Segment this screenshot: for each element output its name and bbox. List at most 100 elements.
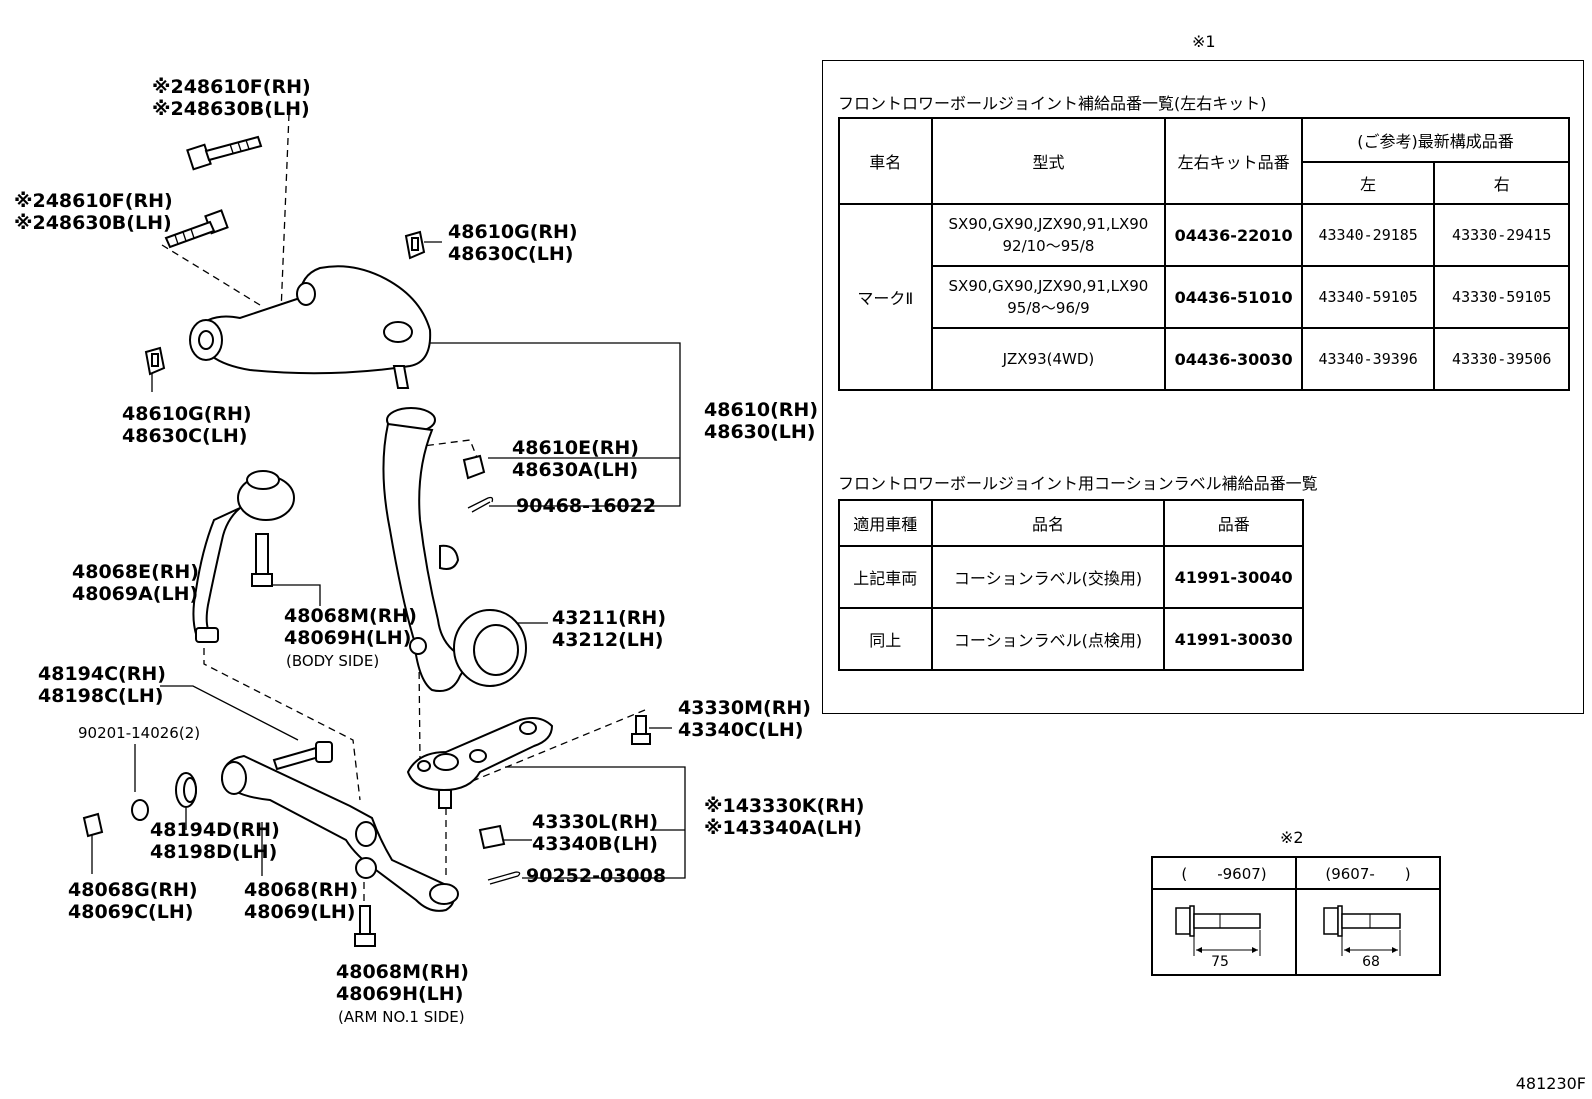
callout-c20-line1: 48068M(RH) — [336, 961, 469, 983]
header-applicable: 適用車種 — [838, 499, 933, 547]
ball-joint-nut — [478, 824, 506, 850]
callout-c13-line1: 43330M(RH) — [678, 697, 811, 719]
bushing — [175, 772, 197, 808]
lower-ball-joint — [406, 717, 554, 809]
callout-c2-line2: ※248630B(LH) — [14, 212, 172, 234]
callout-c16-line1: ※143330K(RH) — [704, 795, 864, 817]
table2-caption: フロントロワーボールジョイント用コーションラベル補給品番一覧 — [838, 474, 1318, 493]
supply-table-frame — [822, 60, 1584, 714]
callout-c1-line2: ※248630B(LH) — [152, 98, 310, 120]
lower-control-arm — [220, 754, 459, 912]
upper-nut-right — [404, 230, 426, 260]
callout-c17-line1: 90252-03008 — [526, 865, 666, 887]
callout-c6-line1: 48610E(RH) — [512, 437, 639, 459]
callout-c13-line2: 43340C(LH) — [678, 719, 803, 741]
leader-c13b — [469, 709, 646, 783]
leader-c5 — [430, 342, 681, 507]
header-name: 品名 — [930, 499, 1166, 547]
arm-no1-side-bolt — [354, 905, 376, 947]
callout-c3-line2: 48630C(LH) — [448, 243, 573, 265]
callout-c15-line2: 43340B(LH) — [532, 833, 658, 855]
bolt-length-table: ( -9607) (9607- ) 75 — [1151, 856, 1441, 976]
diagram-code: 481230F — [1515, 1074, 1586, 1093]
callout-c4-line2: 48630C(LH) — [122, 425, 247, 447]
callout-c4-line1: 48610G(RH) — [122, 403, 252, 425]
callout-c7-line1: 90468-16022 — [516, 495, 656, 517]
cotter-pin-lower — [487, 871, 521, 885]
callout-c5-line2: 48630(LH) — [704, 421, 815, 443]
callout-c16-line2: ※143340A(LH) — [704, 817, 862, 839]
bolt-header-after: (9607- ) — [1295, 856, 1441, 890]
row2-kit: 04436-51010 — [1164, 265, 1303, 329]
ball-joint-kit-table: 車名 型式 左右キット品番 (ご参考)最新構成品番 左 右 マークⅡ SX90,… — [838, 117, 1571, 391]
callout-c20-sub: (ARM NO.1 SIDE) — [338, 1008, 465, 1026]
callout-c14-line1: 48194D(RH) — [150, 819, 280, 841]
callout-c18-line2: 48069C(LH) — [68, 901, 193, 923]
row1-right: 43330-29415 — [1433, 203, 1570, 267]
row3-model: JZX93(4WD) — [930, 327, 1167, 391]
bolt-after-icon: 68 — [1323, 905, 1401, 970]
label-row2-applicable: 同上 — [838, 607, 933, 671]
label-row1-applicable: 上記車両 — [838, 545, 933, 609]
leader-c11 — [160, 685, 299, 741]
lower-cam-bolt — [164, 209, 229, 249]
callout-c9-line1: 48068M(RH) — [284, 605, 417, 627]
leader-c9 — [273, 584, 321, 606]
callout-c8-line1: 48068E(RH) — [72, 561, 199, 583]
steering-knuckle — [382, 407, 527, 692]
leader-c11b — [203, 648, 361, 801]
header-kit: 左右キット品番 — [1164, 117, 1303, 205]
callout-c9-line2: 48069H(LH) — [284, 627, 411, 649]
leader-c1 — [277, 113, 290, 326]
strut-bar — [192, 470, 295, 643]
header-reference: (ご参考)最新構成品番 — [1300, 117, 1571, 163]
leader-lines — [91, 113, 686, 910]
header-right: 右 — [1433, 161, 1570, 205]
bolt-before-length: 75 — [1211, 954, 1229, 970]
header-left: 左 — [1300, 161, 1436, 205]
bolt-after-length: 68 — [1362, 954, 1380, 970]
callout-c11-line1: 48194C(RH) — [38, 663, 166, 685]
row1-kit: 04436-22010 — [1164, 203, 1303, 267]
header-vehicle: 車名 — [838, 117, 933, 205]
bolt-header-before: ( -9607) — [1151, 856, 1297, 890]
row2-left: 43340-59105 — [1300, 265, 1436, 329]
bolt-after-cell: 68 — [1295, 888, 1441, 976]
table1-caption: フロントロワーボールジョイント補給品番一覧(左右キット) — [838, 94, 1267, 113]
cotter-pin-upper — [467, 496, 494, 513]
label-row2-part: 41991-30030 — [1163, 607, 1304, 671]
label-row1-part: 41991-30040 — [1163, 545, 1304, 609]
knuckle-nut — [462, 454, 486, 480]
note2-mark: ※2 — [1280, 828, 1304, 847]
callout-c8-line2: 48069A(LH) — [72, 583, 198, 605]
callout-c9-sub: (BODY SIDE) — [286, 652, 379, 670]
header-model: 型式 — [930, 117, 1167, 205]
leader-c6 — [414, 439, 479, 461]
lower-nut-left — [82, 812, 104, 838]
callout-c10-line2: 43212(LH) — [552, 629, 663, 651]
row1-left: 43340-29185 — [1300, 203, 1436, 267]
callout-c6-line2: 48630A(LH) — [512, 459, 638, 481]
callout-c15-line1: 43330L(RH) — [532, 811, 658, 833]
row3-left: 43340-39396 — [1300, 327, 1436, 391]
callout-c2-line1: ※248610F(RH) — [14, 190, 173, 212]
bolt-before-icon: 75 — [1175, 905, 1261, 970]
callout-labels: ※248610F(RH) ※248630B(LH) ※248610F(RH) ※… — [14, 76, 864, 1026]
callout-c12-line1: 90201-14026(2) — [78, 724, 200, 742]
leader-c16 — [505, 766, 686, 879]
callout-c18-line1: 48068G(RH) — [68, 879, 198, 901]
label-row1-name: コーションラベル(交換用) — [930, 545, 1166, 609]
ball-joint-bolt — [631, 715, 651, 745]
leader-c2 — [161, 244, 261, 306]
row3-right: 43330-39506 — [1433, 327, 1570, 391]
bolt-before-cell: 75 — [1151, 888, 1297, 976]
upper-control-arm — [189, 265, 432, 389]
washer — [131, 799, 149, 821]
callout-c20-line2: 48069H(LH) — [336, 983, 463, 1005]
upper-cam-bolt — [186, 135, 263, 171]
body-side-bolt — [251, 533, 273, 587]
